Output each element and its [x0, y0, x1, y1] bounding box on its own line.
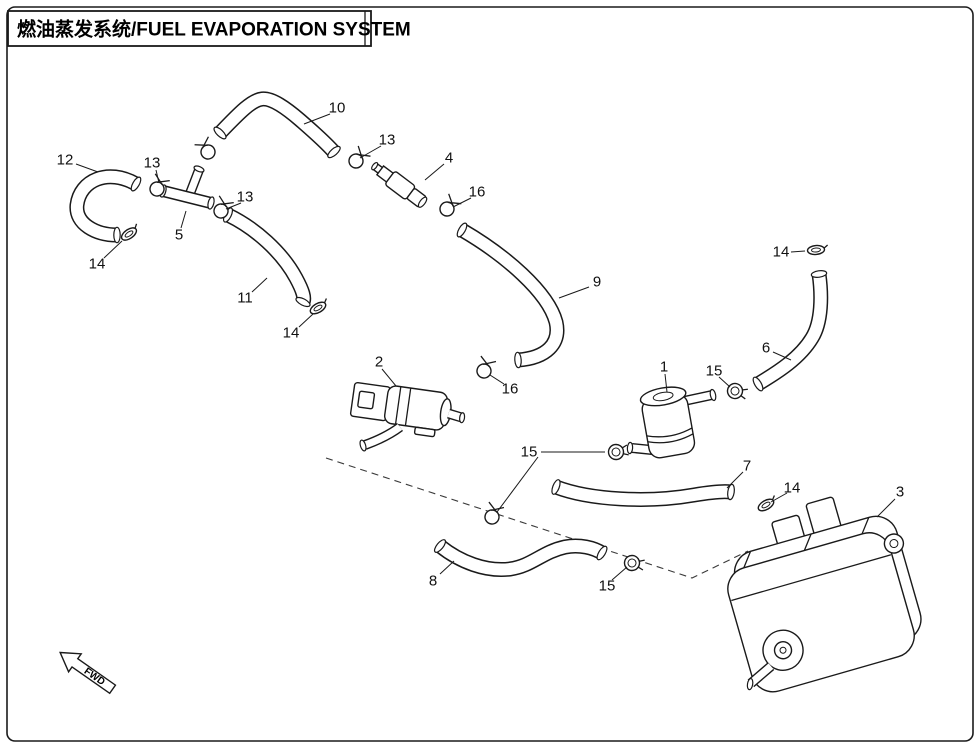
clamp-15 [725, 381, 750, 403]
leader-line [496, 456, 539, 513]
callout-13-2: 13 [144, 155, 161, 172]
callout-labels: 10 13 13 13 12 5 14 11 14 4 16 9 2 16 1 … [57, 100, 905, 595]
clamps [118, 136, 830, 574]
clip-14 [755, 494, 780, 514]
callout-5: 5 [175, 227, 183, 244]
hose-6 [752, 270, 829, 392]
title-box: 燃油蒸发系统/FUEL EVAPORATION SYSTEM [7, 10, 411, 47]
callout-3: 3 [896, 484, 904, 501]
clip-14 [806, 243, 830, 256]
leader-line [251, 277, 268, 293]
leader-line [155, 169, 160, 184]
callout-14-3: 14 [773, 244, 790, 261]
clamp-13 [193, 136, 220, 163]
clamp-16 [435, 193, 463, 221]
callout-4: 4 [445, 150, 453, 167]
fwd-arrow-shape [59, 651, 117, 695]
callout-14-4: 14 [784, 480, 801, 497]
callout-2: 2 [375, 354, 383, 371]
connector-4 [371, 161, 428, 208]
callout-6: 6 [762, 340, 770, 357]
hose-7 [551, 479, 735, 507]
leader-line [359, 145, 382, 159]
callout-15-1: 15 [706, 363, 723, 380]
leader-line [558, 286, 590, 299]
callout-13-1: 13 [379, 132, 396, 149]
leader-line [381, 368, 397, 387]
leader-line [770, 492, 788, 503]
page-border [6, 6, 974, 742]
leader-line [424, 163, 445, 181]
page-title: 燃油蒸发系统/FUEL EVAPORATION SYSTEM [17, 18, 411, 41]
leader-line [439, 560, 455, 575]
callout-16-1: 16 [469, 184, 486, 201]
alignment-dashed-line [325, 457, 749, 579]
callout-11: 11 [237, 290, 253, 307]
callout-14-2: 14 [283, 325, 300, 342]
clamp-15 [481, 501, 505, 528]
purge-valve-2 [349, 381, 466, 452]
clamp-15 [622, 553, 646, 574]
clamp-15 [606, 441, 630, 462]
callout-12: 12 [57, 152, 74, 169]
leader-line [772, 351, 792, 361]
leader-line [611, 566, 628, 581]
leader-line [103, 240, 123, 259]
leader-line [790, 250, 806, 253]
callout-16-2: 16 [502, 381, 519, 398]
leader-line [298, 313, 314, 328]
leader-line [876, 498, 896, 518]
callout-8: 8 [429, 573, 437, 590]
leader-line [75, 163, 99, 173]
leader-lines [75, 113, 896, 581]
hose-11 [222, 207, 312, 308]
fwd-arrow: FWD [59, 651, 117, 695]
leader-line [452, 197, 472, 208]
callout-13-3: 13 [237, 189, 254, 206]
callout-14-1: 14 [89, 256, 106, 273]
leader-line [718, 376, 731, 388]
hose-9 [456, 222, 565, 369]
hose-10 [213, 91, 341, 159]
leader-line [303, 113, 331, 125]
callout-9: 9 [593, 274, 601, 291]
clip-14 [118, 222, 143, 244]
hose-12 [69, 169, 142, 244]
callout-7: 7 [743, 458, 751, 475]
callout-10: 10 [329, 100, 346, 117]
leader-line [225, 202, 242, 210]
title-box-frame [7, 10, 372, 47]
hose-8 [433, 538, 608, 578]
leader-line [664, 373, 668, 393]
valve-1 [626, 386, 717, 459]
leader-line [726, 471, 744, 489]
canister-3 [727, 496, 922, 693]
callout-15-3: 15 [599, 578, 616, 595]
callout-15-2: 15 [521, 444, 538, 461]
clamp-13 [344, 145, 372, 173]
leader-line [489, 374, 505, 385]
tee-fitting-5 [159, 165, 215, 210]
clip-14 [307, 297, 332, 317]
callout-1: 1 [660, 359, 668, 376]
leader-line [180, 210, 187, 229]
